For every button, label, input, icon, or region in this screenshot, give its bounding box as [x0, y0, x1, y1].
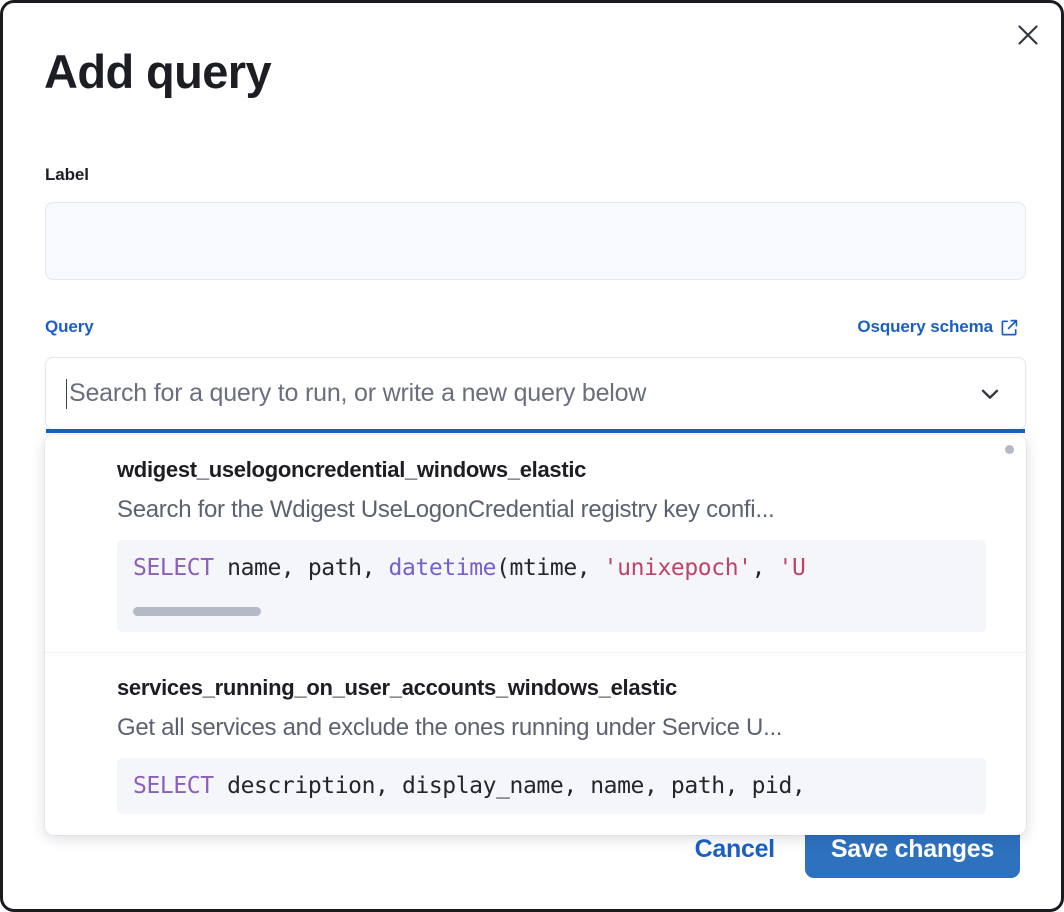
- page-title: Add query: [44, 45, 272, 98]
- list-item-description: Get all services and exclude the ones ru…: [117, 714, 783, 741]
- list-item[interactable]: services_running_on_user_accounts_window…: [45, 652, 1026, 834]
- osquery-schema-link-label: Osquery schema: [857, 317, 993, 336]
- list-item-description: Search for the Wdigest UseLogonCredentia…: [117, 496, 775, 523]
- list-item-title: services_running_on_user_accounts_window…: [117, 675, 677, 700]
- query-search-input[interactable]: Search for a query to run, or write a ne…: [69, 379, 647, 407]
- text-caret: [66, 378, 67, 409]
- query-search-combobox[interactable]: Search for a query to run, or write a ne…: [45, 357, 1026, 433]
- cancel-button[interactable]: Cancel: [687, 825, 783, 874]
- label-input[interactable]: [45, 202, 1026, 280]
- close-icon-button[interactable]: [1008, 15, 1048, 55]
- dropdown-scrollbar[interactable]: [1005, 445, 1014, 454]
- sql-code-line: SELECT name, path, datetime(mtime, 'unix…: [133, 555, 806, 581]
- list-item-sql-preview[interactable]: SELECT description, display_name, name, …: [117, 758, 986, 814]
- close-icon: [1017, 24, 1039, 46]
- suggestion-list: wdigest_uselogoncredential_windows_elast…: [45, 435, 1026, 834]
- osquery-schema-link[interactable]: Osquery schema: [857, 317, 1019, 337]
- list-item-sql-preview[interactable]: SELECT name, path, datetime(mtime, 'unix…: [117, 540, 986, 632]
- query-field-label: Query: [45, 317, 94, 336]
- list-item[interactable]: wdigest_uselogoncredential_windows_elast…: [45, 435, 1026, 652]
- chevron-down-icon[interactable]: [973, 377, 1007, 411]
- sql-preview-horizontal-scrollbar[interactable]: [133, 607, 261, 616]
- sql-code-line: SELECT description, display_name, name, …: [133, 773, 806, 799]
- list-item-title: wdigest_uselogoncredential_windows_elast…: [117, 457, 587, 482]
- query-suggestions-dropdown[interactable]: wdigest_uselogoncredential_windows_elast…: [45, 435, 1026, 835]
- label-field-label: Label: [45, 165, 89, 184]
- external-link-icon: [1000, 318, 1019, 337]
